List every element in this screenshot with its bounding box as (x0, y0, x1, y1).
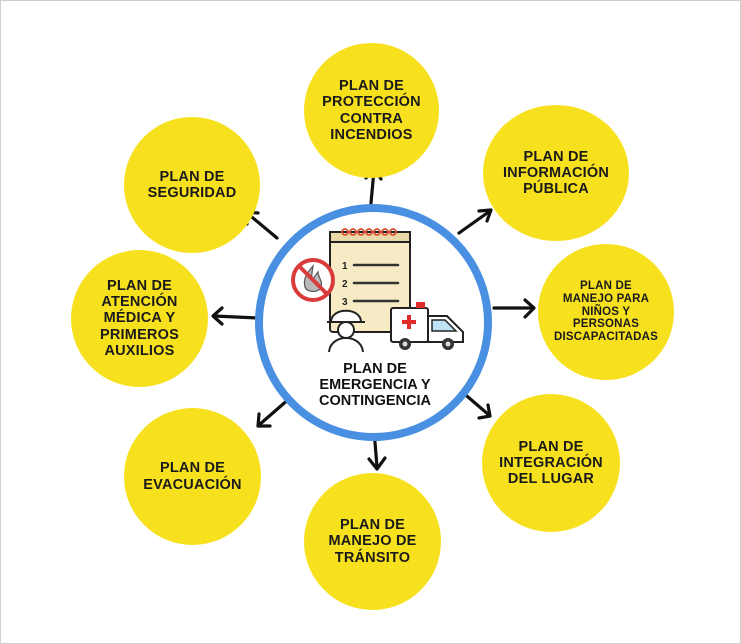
arrow-to-atencion (211, 306, 259, 326)
bubble-transito-label: PLAN DE MANEJO DE TRÁNSITO (328, 517, 417, 566)
checklist-number-2: 2 (342, 279, 348, 290)
checklist-number-1: 1 (342, 261, 348, 272)
bubble-proteccion-label: PLAN DE PROTECCIÓN CONTRA INCENDIOS (322, 78, 421, 143)
bubble-integracion-lugar: PLAN DE INTEGRACIÓN DEL LUGAR (482, 394, 620, 532)
bubble-seguridad: PLAN DE SEGURIDAD (124, 117, 260, 253)
bubble-manejo-ninos: PLAN DE MANEJO PARA NIÑOS Y PERSONAS DIS… (538, 244, 674, 380)
arrow-to-manejo-ninos (492, 298, 536, 319)
bubble-manejo-transito: PLAN DE MANEJO DE TRÁNSITO (304, 473, 441, 610)
bubble-integracion-label: PLAN DE INTEGRACIÓN DEL LUGAR (499, 438, 603, 488)
checklist-notepad-icon: 1 2 3 (329, 228, 411, 333)
bubble-evacuacion: PLAN DE EVACUACIÓN (124, 408, 261, 545)
worker-helmet-icon (327, 309, 365, 353)
bubble-atencion-label: PLAN DE ATENCIÓN MÉDICA Y PRIMEROS AUXIL… (100, 277, 179, 359)
arrow-to-evacuacion (256, 396, 292, 428)
arrow-to-informacion (457, 208, 493, 235)
bubble-seguridad-label: PLAN DE SEGURIDAD (147, 168, 237, 201)
no-fire-icon (291, 258, 335, 302)
bubble-informacion-publica: PLAN DE INFORMACIÓN PÚBLICA (483, 105, 629, 241)
bubble-proteccion-incendios: PLAN DE PROTECCIÓN CONTRA INCENDIOS (304, 43, 439, 178)
bubble-evacuacion-label: PLAN DE EVACUACIÓN (143, 460, 242, 493)
checklist-number-3: 3 (342, 297, 348, 308)
ambulance-icon (390, 302, 464, 350)
bubble-atencion-medica: PLAN DE ATENCIÓN MÉDICA Y PRIMEROS AUXIL… (71, 250, 208, 387)
bubble-informacion-label: PLAN DE INFORMACIÓN PÚBLICA (502, 148, 610, 198)
center-title: PLAN DE EMERGENCIA Y CONTINGENCIA (319, 361, 431, 410)
bubble-manejo-ninos-label: PLAN DE MANEJO PARA NIÑOS Y PERSONAS DIS… (554, 279, 658, 344)
